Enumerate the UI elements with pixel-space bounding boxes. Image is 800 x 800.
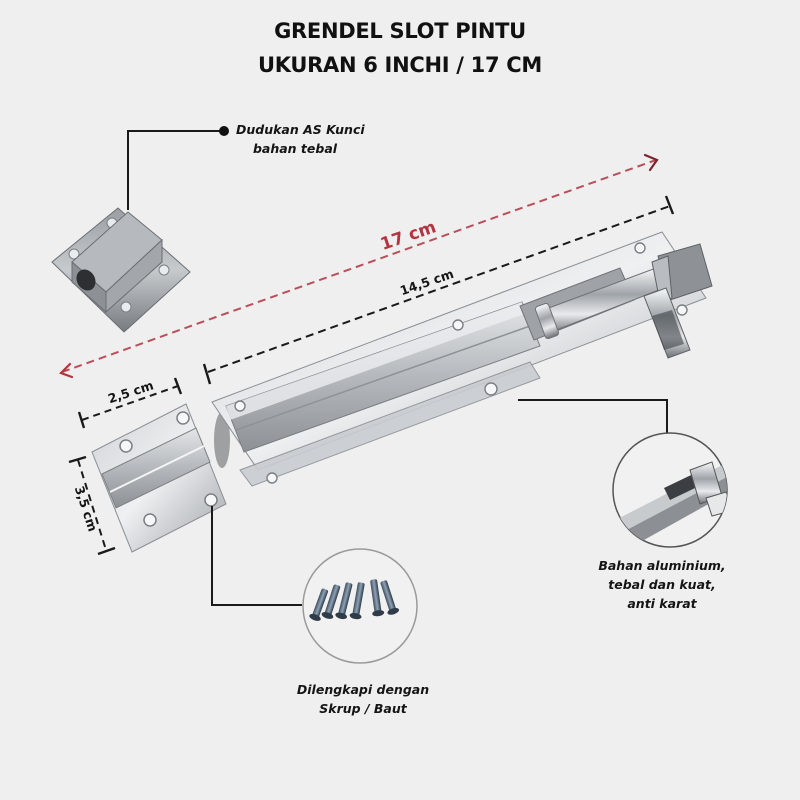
total-length-dimension-line: [59, 153, 659, 379]
screws-callout-line-1: Dilengkapi dengan: [296, 682, 430, 697]
bolt-length-dimension-line: [202, 195, 675, 385]
bolt-closeup-image: [612, 432, 728, 548]
screws-callout-text: Dilengkapi dengan Skrup / Baut: [283, 680, 443, 718]
socket-callout-leader: [127, 126, 229, 210]
strike-height-dimension-line: [68, 455, 116, 556]
material-callout-line-3: anti karat: [627, 596, 697, 611]
title-line-2: UKURAN 6 INCHI / 17 CM: [258, 53, 542, 77]
strike-width-dimension-line: [77, 377, 183, 429]
arrow-right-icon: [643, 153, 659, 172]
page-title: GRENDEL SLOT PINTU UKURAN 6 INCHI / 17 C…: [0, 14, 800, 82]
callout-dot-icon: [219, 126, 229, 136]
socket-callout-line-1: Dudukan AS Kunci: [236, 122, 365, 137]
strike-plate-image: [91, 403, 230, 553]
arrow-left-icon: [59, 362, 74, 379]
barrel-bolt-image: [211, 231, 713, 487]
socket-callout-text: Dudukan AS Kunci bahan tebal: [236, 120, 365, 158]
screws-callout-line-2: Skrup / Baut: [319, 701, 407, 716]
material-callout-line-2: tebal dan kuat,: [608, 577, 716, 592]
title-line-1: GRENDEL SLOT PINTU: [274, 19, 526, 43]
screws-callout-leader: [211, 506, 302, 606]
socket-keeper-image: [51, 207, 191, 333]
material-callout-line-1: Bahan aluminium,: [598, 558, 726, 573]
material-callout-leader: [518, 399, 668, 433]
socket-callout-line-2: bahan tebal: [252, 141, 338, 156]
screws-image: [302, 548, 418, 664]
material-callout-text: Bahan aluminium, tebal dan kuat, anti ka…: [587, 556, 737, 613]
